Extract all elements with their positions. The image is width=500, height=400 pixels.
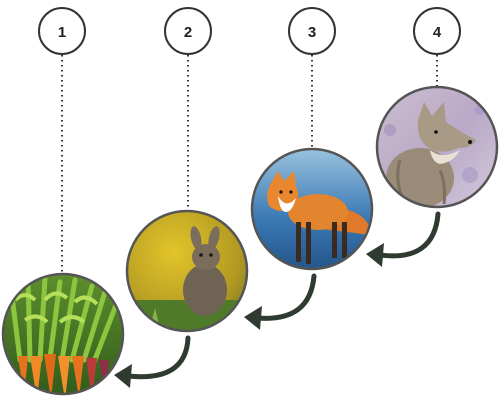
step-number-2: 2	[184, 24, 192, 41]
step-number-3: 3	[308, 24, 316, 41]
rabbit-icon	[125, 209, 249, 333]
step-number-1: 1	[58, 24, 66, 41]
fox-icon	[250, 147, 374, 271]
step-number-4: 4	[433, 24, 442, 41]
carrot-icon	[1, 272, 125, 396]
step-badge-2: 2	[164, 7, 212, 55]
arrow-4-to-3	[366, 211, 441, 267]
step-badge-1: 1	[38, 7, 86, 55]
step-badge-4: 4	[413, 7, 461, 55]
coyote-icon	[375, 85, 499, 209]
arrow-2-to-1	[114, 335, 191, 388]
arrow-3-to-2	[244, 273, 317, 330]
step-badge-3: 3	[288, 7, 336, 55]
